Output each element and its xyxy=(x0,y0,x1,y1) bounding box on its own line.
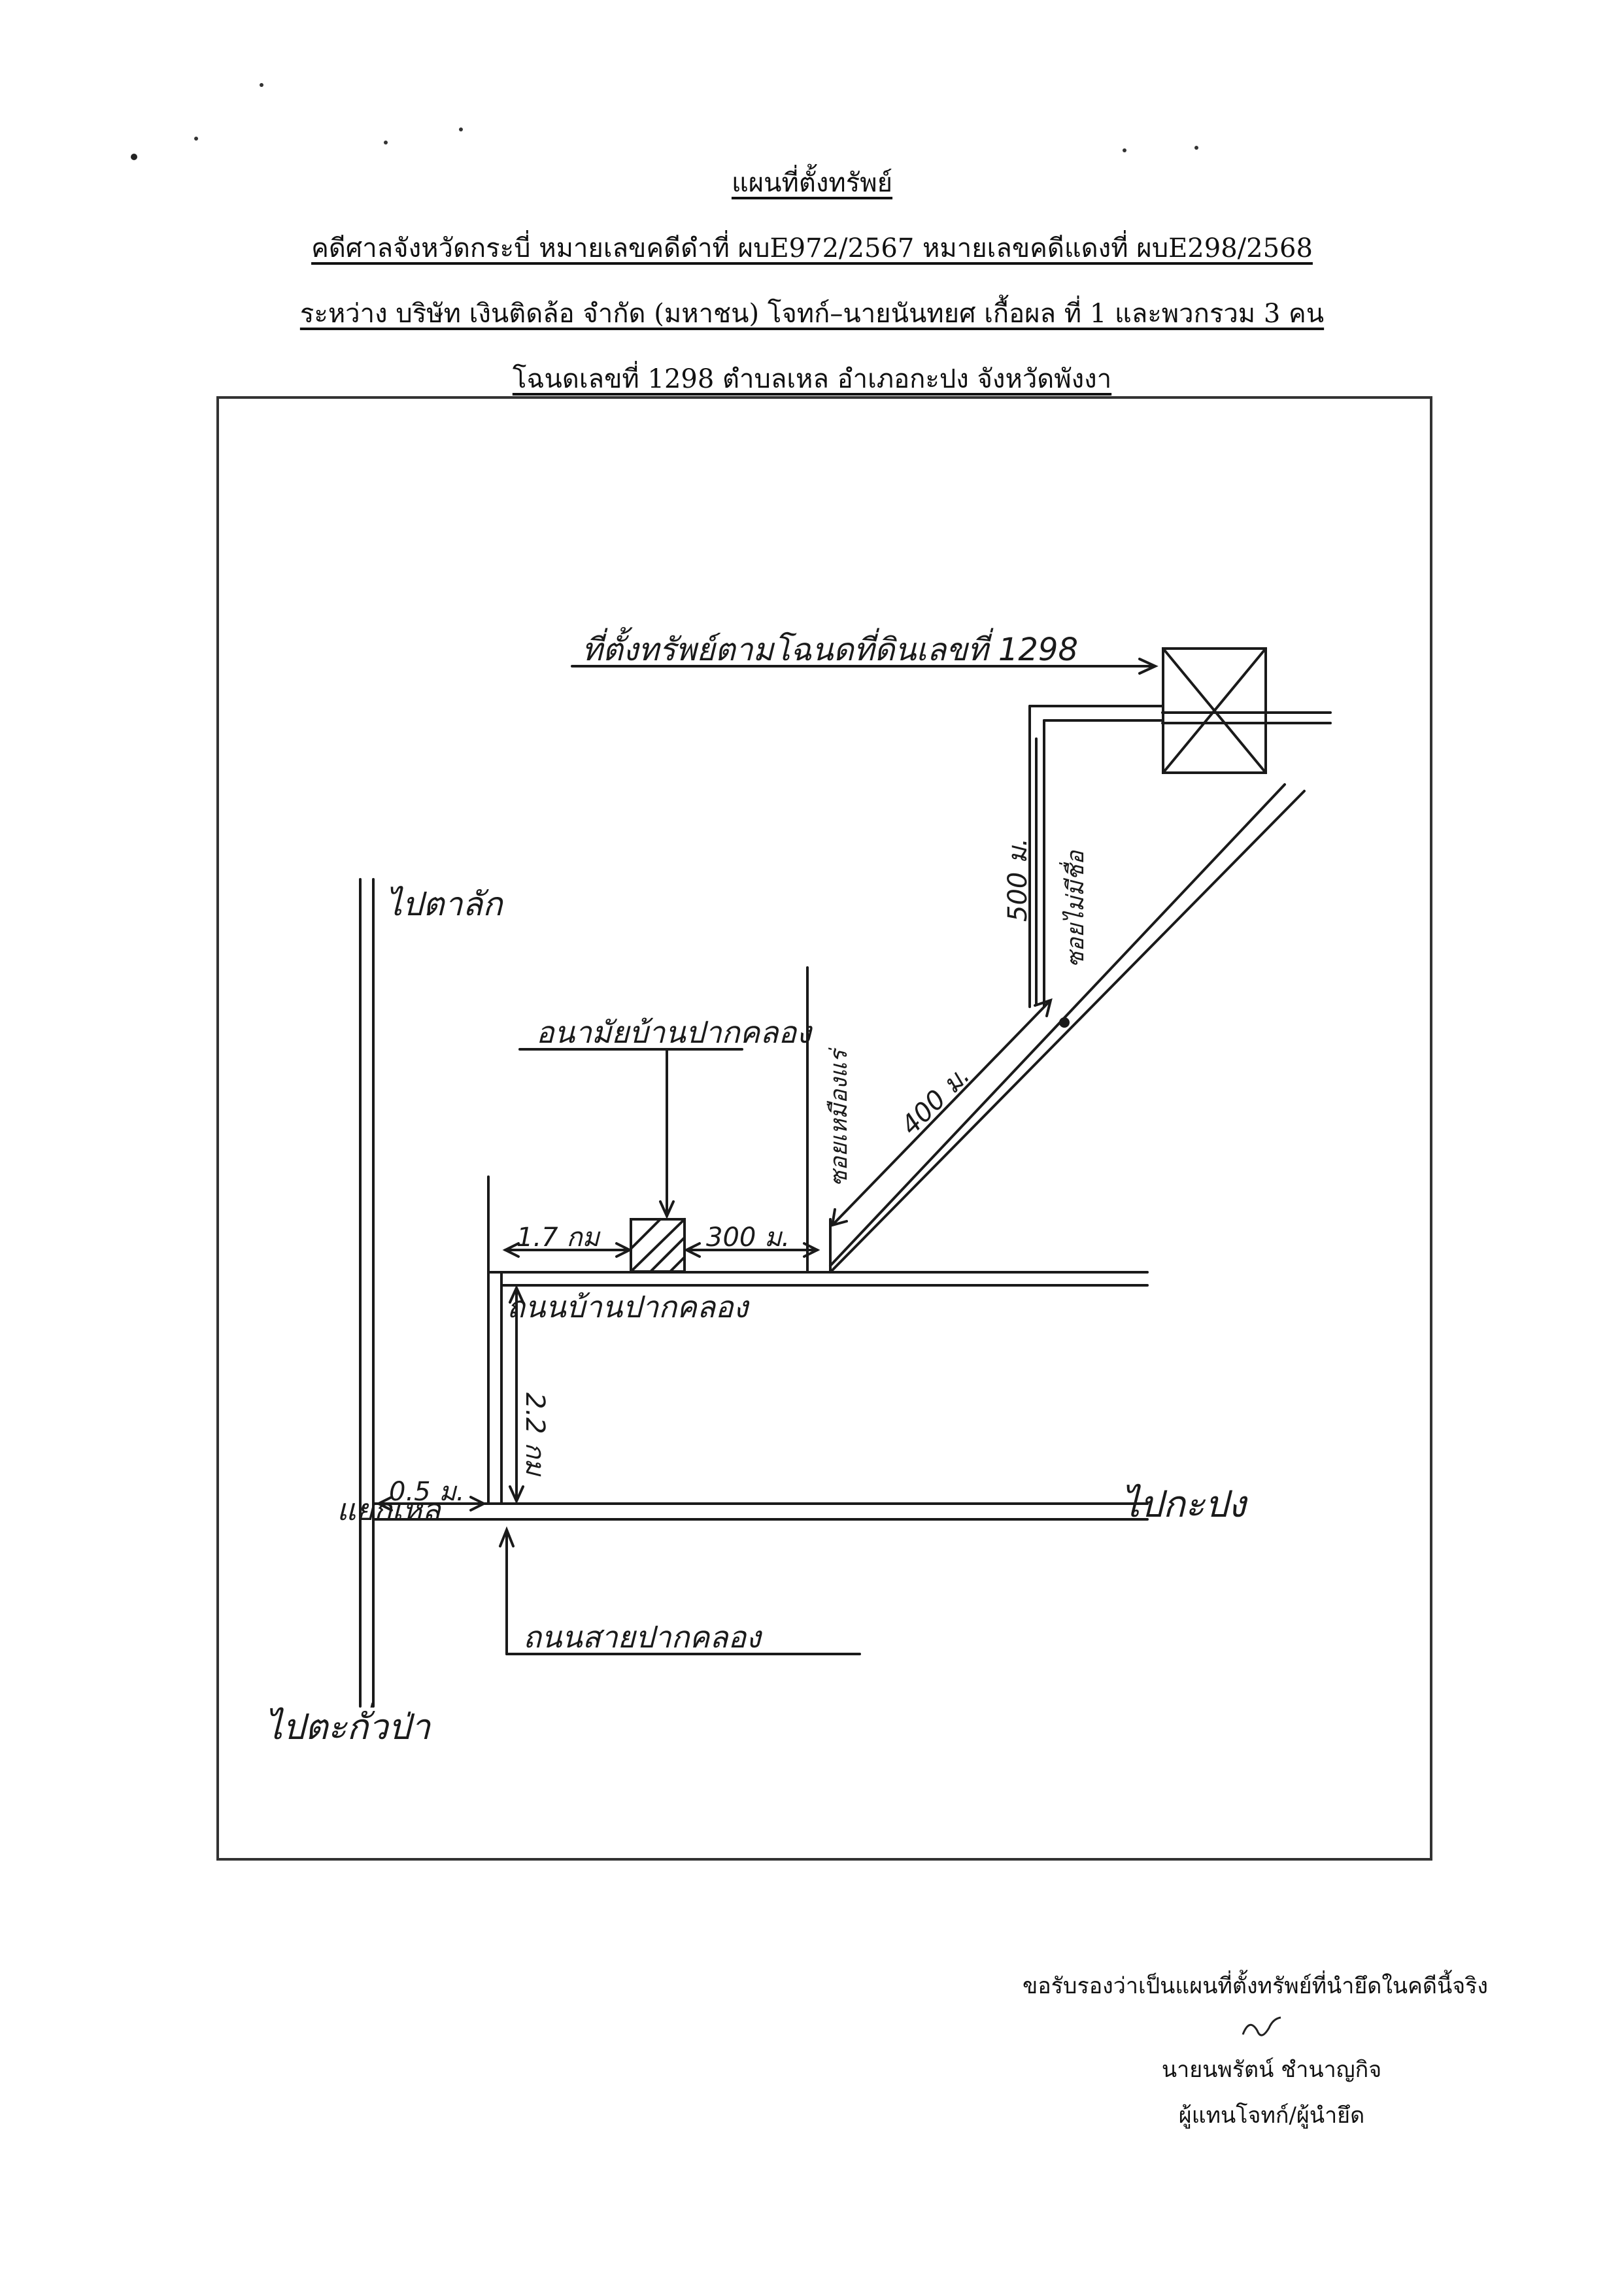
scan-specks xyxy=(131,83,1198,160)
label-dist-500m: 500 ม. xyxy=(1003,838,1033,922)
road-pakklong-horizontal xyxy=(487,1271,1149,1287)
label-road-main: ถนนบ้านปากคลอง xyxy=(507,1289,751,1325)
label-dist-17km: 1.7 กม xyxy=(516,1223,601,1253)
parties-line: ระหว่าง บริษัท เงินติดล้อ จำกัด (มหาชน) … xyxy=(299,299,1325,329)
certifier-name: นายนพรัตน์ ชำนาญกิจ xyxy=(1161,2057,1382,2083)
label-dist-300m: 300 ม. xyxy=(706,1223,790,1253)
dist-400m-arrow xyxy=(832,1000,1051,1225)
property-parcel-marker xyxy=(1162,647,1267,774)
label-mine-road: ซอยเหมืองแร่ xyxy=(826,1047,853,1187)
label-road-lower: ถนนสายปากคลอง xyxy=(523,1619,763,1655)
label-dist-400m: 400 ม. xyxy=(896,1060,976,1141)
title-deed-line: โฉนดเลขที่ 1298 ตำบลเหล อำเภอกะปง จังหวั… xyxy=(512,364,1112,394)
label-to-kapong: ไปกะปง xyxy=(1121,1483,1248,1526)
road-diagonal xyxy=(829,783,1306,1274)
signature xyxy=(1242,2016,1281,2036)
road-right-stub xyxy=(1161,711,1332,724)
label-side-road: ซอยไม่มีชื่อ xyxy=(1058,850,1089,968)
label-property-location: ที่ตั้งทรัพย์ตามโฉนดที่ดินเลขที่ 1298 xyxy=(582,627,1078,668)
location-map: แยกเหล 0.5 ม. ไปตาลัก ไปกะปง ไปตะกั่วป่า… xyxy=(216,396,1432,1861)
road-side-soi xyxy=(1028,705,1164,1008)
label-dist-2km: 2.2 กม xyxy=(520,1393,550,1477)
label-to-takuapa: ไปตะกั่วป่า xyxy=(265,1702,431,1747)
label-to-thalang: ไปตาลัก xyxy=(386,885,504,923)
road-lower-arrowhead xyxy=(499,1526,515,1547)
label-junction: แยกเหล xyxy=(337,1492,441,1527)
label-health-center: อนามัยบ้านปากคลอง xyxy=(536,1015,813,1050)
document-header: แผนที่ตั้งทรัพย์ คดีศาลจังหวัดกระบี่ หมา… xyxy=(0,150,1624,412)
highway-left xyxy=(359,878,375,1708)
page-title: แผนที่ตั้งทรัพย์ xyxy=(731,168,893,198)
certification-block: ขอรับรองว่าเป็นแผนที่ตั้งทรัพย์ที่นำยึดใ… xyxy=(981,1968,1530,2029)
certifier-role: ผู้แทนโจทก์/ผู้นำยึด xyxy=(1178,2102,1365,2129)
map-sketch: แยกเหล 0.5 ม. ไปตาลัก ไปกะปง ไปตะกั่วป่า… xyxy=(265,627,1332,1747)
road-pakklong-vertical xyxy=(487,1175,503,1505)
label-dist-junction: 0.5 ม. xyxy=(389,1477,464,1507)
road-to-kapong xyxy=(372,1502,1149,1521)
health-center-marker xyxy=(630,1218,686,1273)
case-number-line: คดีศาลจังหวัดกระบี่ หมายเลขคดีดำที่ ผบE9… xyxy=(311,233,1313,263)
certification-text: ขอรับรองว่าเป็นแผนที่ตั้งทรัพย์ที่นำยึดใ… xyxy=(1022,1973,1489,1999)
